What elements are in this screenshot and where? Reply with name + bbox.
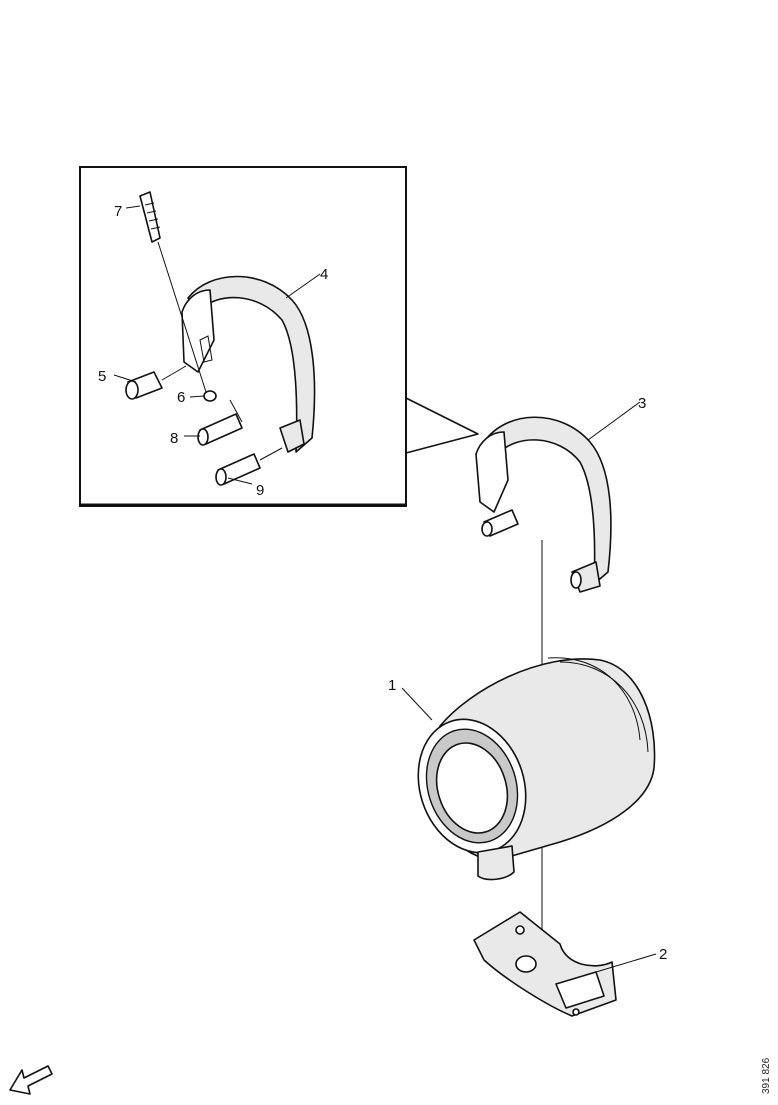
leader-lines: [113, 205, 657, 973]
callout-8: 8: [170, 430, 178, 447]
callout-2: 2: [659, 946, 667, 963]
inset-bolt: [139, 191, 207, 393]
callout-6: 6: [177, 389, 185, 406]
reference-number: 391 826: [761, 1057, 772, 1094]
detail-inset: [79, 166, 479, 507]
inset-clamp-strap: [181, 275, 316, 453]
inset-pin-9: [215, 447, 283, 486]
callout-7: 7: [114, 203, 122, 220]
callout-labels: 1 2 3 4 5 6 7 8 9: [98, 203, 667, 963]
callout-4: 4: [320, 266, 328, 283]
callout-3: 3: [638, 395, 646, 412]
callout-5: 5: [98, 368, 106, 385]
direction-arrow-icon: [9, 1065, 53, 1095]
inset-nut-6: [203, 390, 217, 402]
main-lower-bracket: [473, 911, 617, 1017]
main-clamp-strap: [475, 416, 612, 593]
callout-9: 9: [256, 482, 264, 499]
main-canister: [417, 657, 656, 881]
callout-1: 1: [388, 677, 396, 694]
inset-pin-8: [197, 399, 243, 446]
